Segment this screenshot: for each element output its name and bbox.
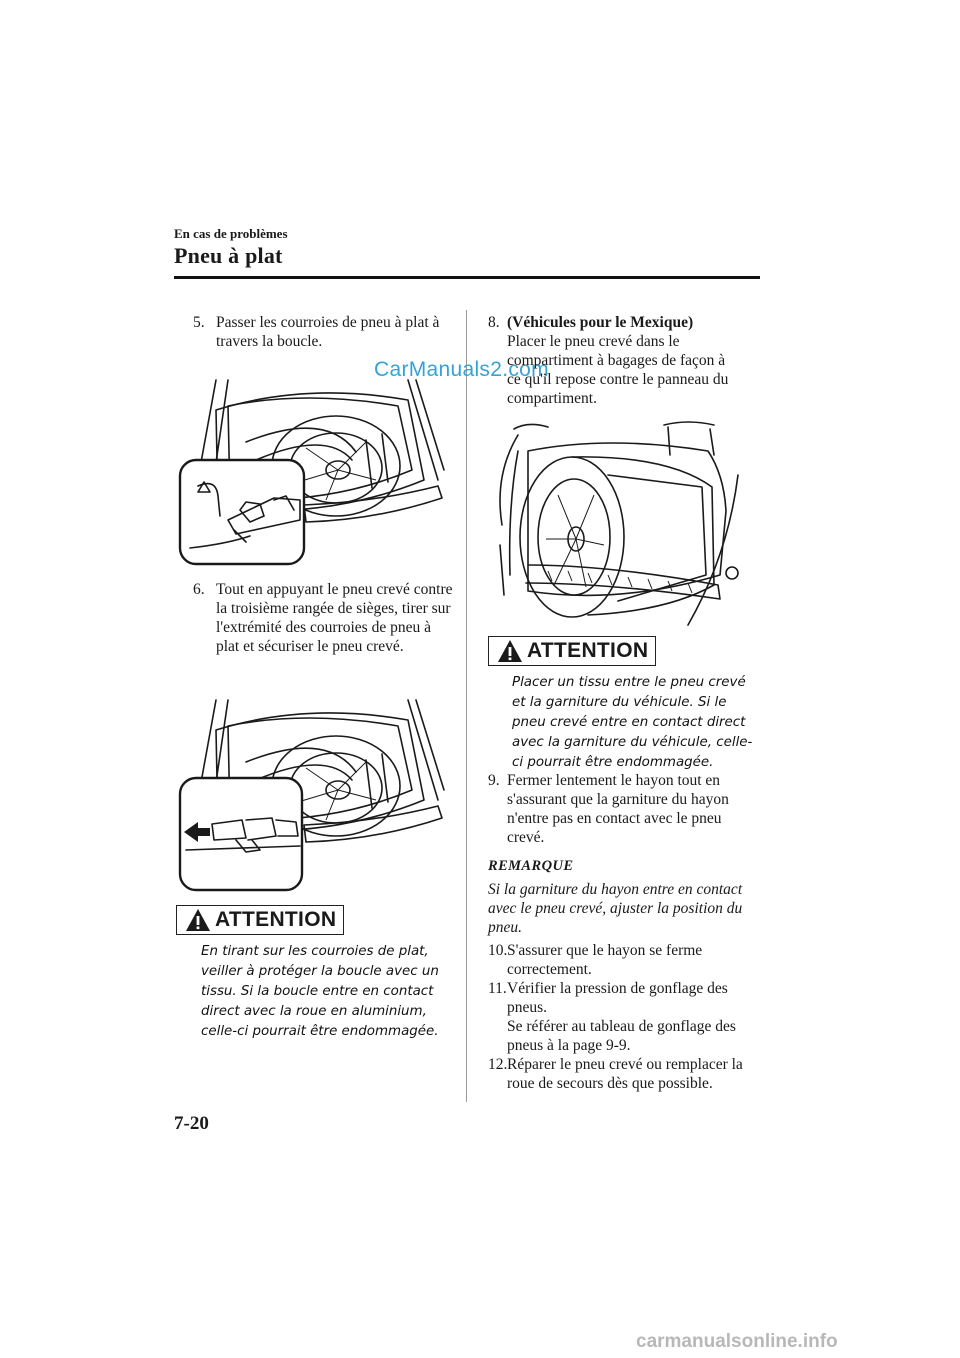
step-5: 5. Passer les courroies de pneu à plat à… <box>193 313 451 351</box>
section-label: En cas de problèmes <box>174 226 288 241</box>
page-number: 7-20 <box>174 1113 209 1134</box>
step-text: Fermer lentement le hayon tout en s'assu… <box>507 772 729 846</box>
step-text: Passer les courroies de pneu à plat à tr… <box>216 314 440 350</box>
step-8: 8. (Véhicules pour le Mexique) Placer le… <box>488 313 758 408</box>
page-title: Pneu à plat <box>174 243 283 268</box>
strap-tighten-illustration <box>178 699 445 892</box>
remarque-text: Si la garniture du hayon entre en contac… <box>488 881 743 936</box>
title-rule <box>174 276 760 279</box>
attention-text-left: En tirant sur les courroies de plat, vei… <box>201 944 439 1039</box>
step-text: Réparer le pneu crevé ou remplacer la ro… <box>507 1056 743 1092</box>
step-number: 12. <box>488 1056 508 1073</box>
step-text: Vérifier la pression de gonflage des pne… <box>507 980 728 1016</box>
step-10: 10. S'assurer que le hayon se ferme corr… <box>488 941 750 979</box>
column-divider <box>466 310 467 1102</box>
step-number: 9. <box>488 772 500 789</box>
remarque-title: REMARQUE <box>488 858 574 874</box>
step-6: 6. Tout en appuyant le pneu crevé contre… <box>193 580 455 656</box>
step-11: 11. Vérifier la pression de gonflage des… <box>488 979 750 1055</box>
step-number: 11. <box>488 980 507 997</box>
attention-label: ATTENTION <box>215 908 337 931</box>
tire-compartment-illustration <box>499 421 739 626</box>
warning-icon <box>186 909 210 931</box>
strap-buckle-illustration <box>178 379 445 566</box>
step-subtext: Se référer au tableau de gonflage des pn… <box>507 1018 736 1054</box>
attention-text-right: Placer un tissu entre le pneu crevé et l… <box>512 675 753 770</box>
step-text: Placer le pneu crevé dans le compartimen… <box>507 333 729 407</box>
step-9: 9. Fermer lentement le hayon tout en s'a… <box>488 771 750 847</box>
step-number: 5. <box>193 314 205 331</box>
attention-label: ATTENTION <box>527 639 649 662</box>
warning-icon <box>498 640 522 662</box>
attention-box-right: ATTENTION <box>488 636 656 666</box>
step-text: Tout en appuyant le pneu crevé contre la… <box>216 581 453 655</box>
step-12: 12. Réparer le pneu crevé ou remplacer l… <box>488 1055 756 1093</box>
step-number: 10. <box>488 942 508 959</box>
step-heading: (Véhicules pour le Mexique) <box>507 314 694 331</box>
step-number: 6. <box>193 581 205 598</box>
watermark-top: CarManuals2.com <box>374 358 549 381</box>
attention-box-left: ATTENTION <box>176 905 344 935</box>
step-number: 8. <box>488 314 500 331</box>
step-text: S'assurer que le hayon se ferme correcte… <box>507 942 703 978</box>
watermark-bottom[interactable]: carmanualsonline.info <box>636 1331 838 1352</box>
